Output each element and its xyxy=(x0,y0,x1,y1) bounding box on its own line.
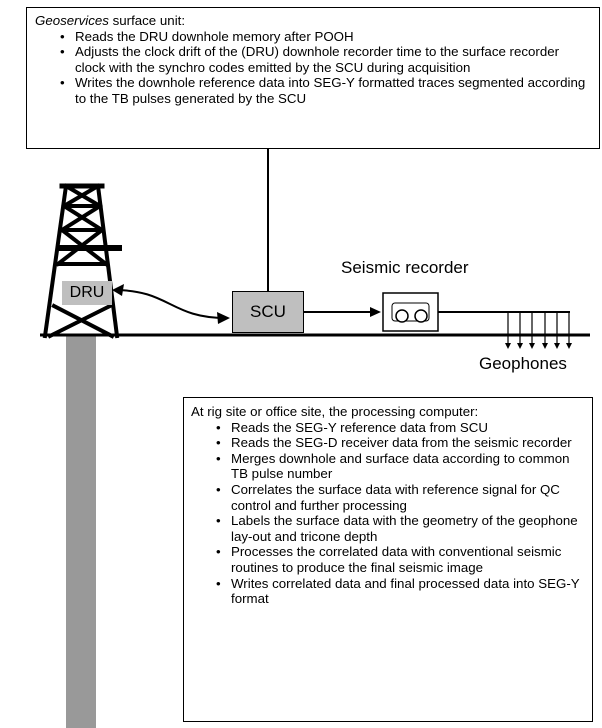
list-item: Reads the SEG-D receiver data from the s… xyxy=(216,435,585,451)
processing-computer-box: At rig site or office site, the processi… xyxy=(183,397,593,722)
arrowhead-recorder xyxy=(370,307,381,317)
list-item: Writes the downhole reference data into … xyxy=(60,75,591,106)
arrowhead-right xyxy=(217,312,230,324)
list-item: Writes correlated data and final process… xyxy=(216,576,585,607)
list-item: Reads the DRU downhole memory after POOH xyxy=(60,29,591,45)
rig-floor xyxy=(58,245,122,251)
wellbore xyxy=(66,336,96,728)
list-item: Processes the correlated data with conve… xyxy=(216,544,585,575)
tape-reel-icon xyxy=(395,309,409,323)
surface-unit-list: Reads the DRU downhole memory after POOH… xyxy=(35,29,591,107)
processing-computer-list: Reads the SEG-Y reference data from SCU … xyxy=(191,420,585,607)
list-item: Labels the surface data with the geometr… xyxy=(216,513,585,544)
geophone-tips xyxy=(505,343,572,349)
drilling-derrick-icon xyxy=(42,183,120,339)
surface-unit-box: Geoservices surface unit: Reads the DRU … xyxy=(26,7,600,149)
geophones-icon xyxy=(507,312,570,345)
dru-scu-link-arrow xyxy=(113,289,227,319)
seismic-recorder-label: Seismic recorder xyxy=(341,258,469,277)
list-item: Merges downhole and surface data accordi… xyxy=(216,451,585,482)
dru-label: DRU xyxy=(62,281,112,305)
tape-reel-icon xyxy=(414,309,428,323)
surface-unit-heading: Geoservices surface unit: xyxy=(35,13,591,29)
surface-unit-heading-em: Geoservices xyxy=(35,13,109,28)
surface-unit-heading-rest: surface unit: xyxy=(108,13,186,28)
list-item: Adjusts the clock drift of the (DRU) dow… xyxy=(60,44,591,75)
list-item: Reads the SEG-Y reference data from SCU xyxy=(216,420,585,436)
scu-box: SCU xyxy=(232,291,304,333)
list-item: Correlates the surface data with referen… xyxy=(216,482,585,513)
processing-computer-heading: At rig site or office site, the processi… xyxy=(191,404,479,419)
arrowhead-left xyxy=(112,284,124,296)
geophones-label: Geophones xyxy=(479,354,567,373)
